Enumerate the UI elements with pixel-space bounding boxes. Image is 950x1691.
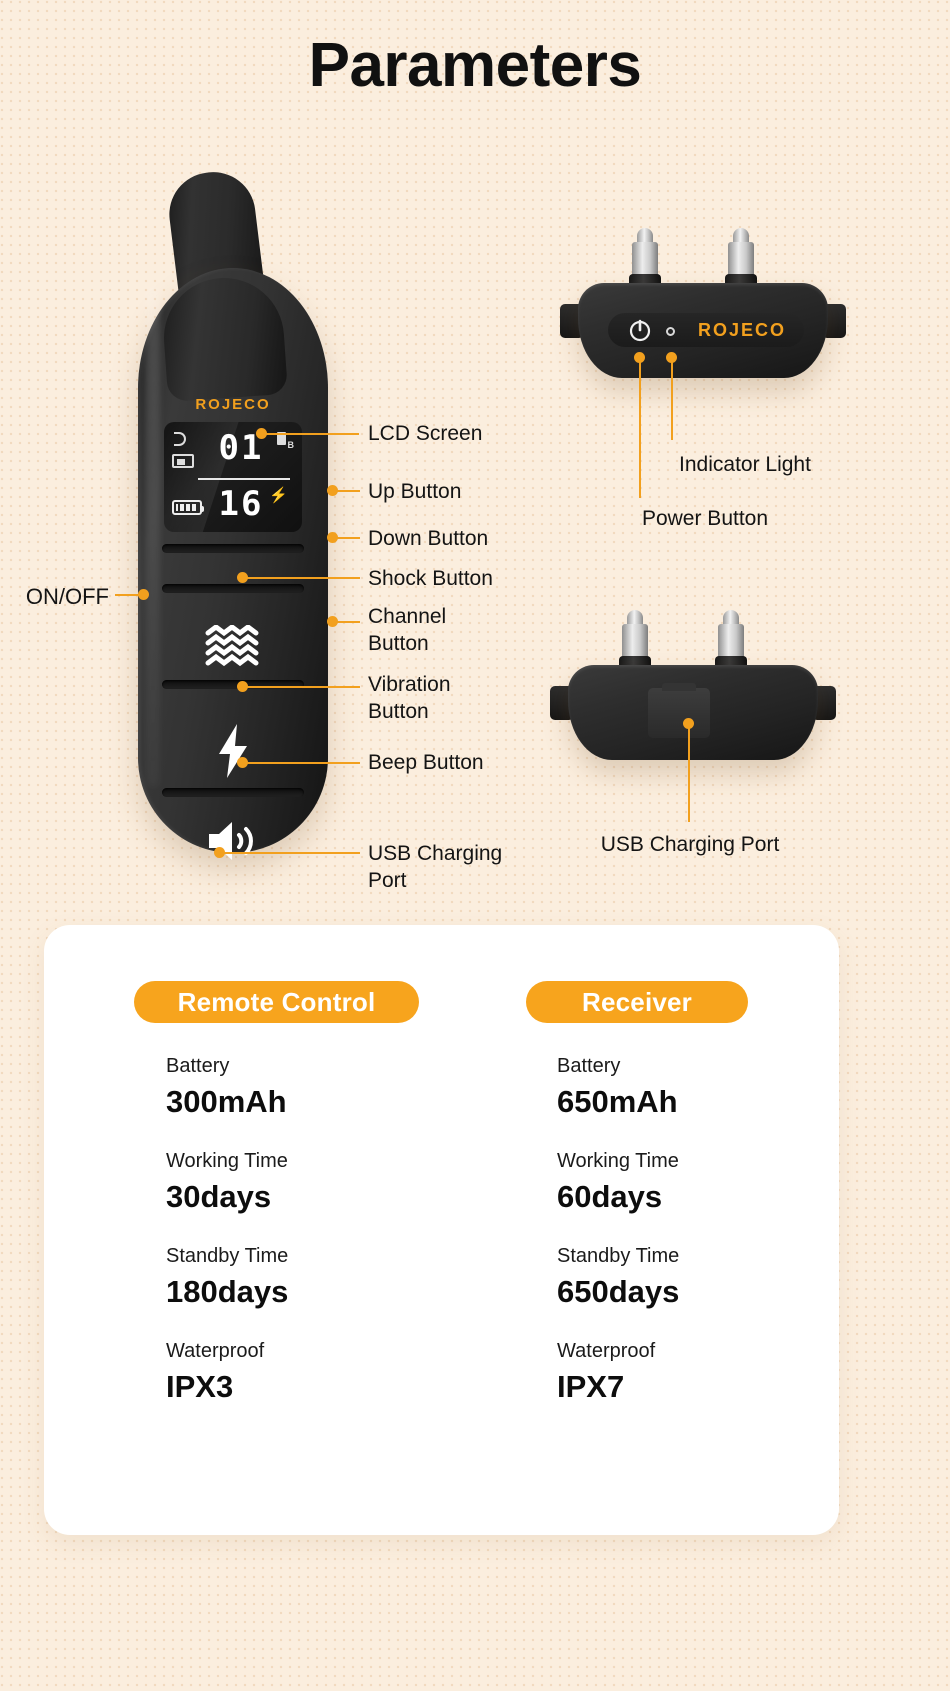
page-title: Parameters xyxy=(308,31,642,100)
callout-down-button-label: Down Button xyxy=(368,527,489,550)
up-button[interactable] xyxy=(162,544,304,553)
spec-value: 60days xyxy=(557,1179,663,1214)
callout-up-button-label: Up Button xyxy=(368,480,462,503)
spec-row: Battery 650mAh xyxy=(557,1055,887,1120)
callout-on-off-leader xyxy=(115,594,145,596)
remote-control-image: ROJECO B 01 16 ⚡ xyxy=(118,167,348,860)
usb-port-cover xyxy=(648,683,710,738)
callout-channel-dot xyxy=(327,616,338,627)
beep-button[interactable] xyxy=(160,798,306,884)
spec-label: Battery xyxy=(557,1055,621,1077)
spec-value: IPX7 xyxy=(557,1369,625,1404)
antenna-label: B xyxy=(287,440,295,450)
callout-power-leader xyxy=(639,358,641,498)
specs-card: Remote Control Receiver Battery 300mAh W… xyxy=(44,925,839,1535)
spec-row: Battery 300mAh xyxy=(166,1055,496,1120)
spec-value: 300mAh xyxy=(166,1084,287,1119)
callout-beep-leader xyxy=(243,762,360,764)
specs-column-remote: Battery 300mAh Working Time 30days Stand… xyxy=(166,1055,496,1435)
callout-remote-usb-leader xyxy=(220,852,360,854)
spec-value: 650days xyxy=(557,1274,680,1309)
down-button[interactable] xyxy=(162,584,304,593)
lcd-level-value: 16 xyxy=(218,484,264,524)
receiver-top-image: ROJECO xyxy=(548,228,858,378)
power-icon[interactable] xyxy=(628,318,652,342)
vibration-button[interactable] xyxy=(160,708,306,794)
spec-row: Waterproof IPX7 xyxy=(557,1340,887,1405)
lcd-screen: B 01 16 ⚡ xyxy=(164,422,302,532)
callout-vibration-dot xyxy=(237,681,248,692)
shock-button[interactable] xyxy=(160,604,306,690)
mode-icon xyxy=(172,454,194,468)
signal-icon xyxy=(174,432,186,446)
battery-icon xyxy=(172,500,204,515)
channel-button[interactable] xyxy=(162,680,304,689)
callout-on-off-dot xyxy=(138,589,149,600)
indicator-light-icon xyxy=(666,327,675,336)
spec-label: Standby Time xyxy=(166,1245,289,1267)
callout-recv-usb-leader xyxy=(688,724,690,822)
callout-down-dot xyxy=(327,532,338,543)
spec-row: Working Time 30days xyxy=(166,1150,496,1215)
badge-remote-control: Remote Control xyxy=(134,981,419,1023)
spec-label: Standby Time xyxy=(557,1245,680,1267)
antenna-icon xyxy=(277,432,286,445)
beep-slot xyxy=(162,788,304,797)
lightning-bolt-icon xyxy=(219,724,247,778)
callout-shock-leader xyxy=(243,577,360,579)
spec-row: Working Time 60days xyxy=(557,1150,887,1215)
callout-recv-usb-dot xyxy=(683,718,694,729)
callout-indicator-light-label: Indicator Light xyxy=(679,453,811,476)
callout-up-dot xyxy=(327,485,338,496)
spec-row: Waterproof IPX3 xyxy=(166,1340,496,1405)
spec-label: Waterproof xyxy=(166,1340,265,1362)
spec-label: Working Time xyxy=(557,1150,679,1172)
callout-remote-usb-dot xyxy=(214,847,225,858)
receiver-brand-label: ROJECO xyxy=(698,320,787,340)
badge-receiver-label: Receiver xyxy=(581,986,693,1017)
spec-value: IPX3 xyxy=(166,1369,234,1404)
badge-receiver: Receiver xyxy=(526,981,748,1023)
lcd-channel-value: 01 xyxy=(218,428,264,468)
bolt-icon: ⚡ xyxy=(269,487,288,504)
callout-shock-dot xyxy=(237,572,248,583)
spec-value: 30days xyxy=(166,1179,272,1214)
callout-beep-button-label: Beep Button xyxy=(368,751,484,774)
callout-indicator-leader xyxy=(671,358,673,440)
callout-vibration-leader xyxy=(243,686,360,688)
speaker-icon xyxy=(209,822,253,860)
callout-remote-usb-label: USB Charging Port xyxy=(368,842,503,892)
remote-brand-label: ROJECO xyxy=(195,396,271,413)
callout-down-leader xyxy=(334,537,360,539)
callout-on-off-label: ON/OFF xyxy=(25,584,109,609)
callout-channel-leader xyxy=(334,621,360,623)
callout-beep-dot xyxy=(237,757,248,768)
spec-value: 650mAh xyxy=(557,1084,678,1119)
callout-vibration-button-label: Vibration Button xyxy=(368,673,451,723)
shock-wave-icon xyxy=(205,625,259,667)
callout-power-button-label: Power Button xyxy=(641,507,769,530)
spec-value: 180days xyxy=(166,1274,289,1309)
badge-remote-control-label: Remote Control xyxy=(177,986,376,1017)
spec-label: Battery xyxy=(166,1055,230,1077)
callout-shock-button-label: Shock Button xyxy=(368,567,493,590)
callout-up-leader xyxy=(334,490,360,492)
spec-row: Standby Time 650days xyxy=(557,1245,887,1310)
spec-label: Working Time xyxy=(166,1150,288,1172)
callout-power-dot xyxy=(634,352,645,363)
callout-lcd-screen-label: LCD Screen xyxy=(368,422,483,445)
spec-label: Waterproof xyxy=(557,1340,656,1362)
spec-row: Standby Time 180days xyxy=(166,1245,496,1310)
callout-indicator-dot xyxy=(666,352,677,363)
specs-column-receiver: Battery 650mAh Working Time 60days Stand… xyxy=(557,1055,887,1435)
receiver-bottom-image xyxy=(538,610,848,770)
callout-receiver-usb-label: USB Charging Port xyxy=(600,833,780,856)
callout-channel-button-label: Channel Button xyxy=(368,605,447,655)
remote-highlight xyxy=(146,288,160,788)
callout-lcd-leader xyxy=(261,433,359,435)
lcd-divider xyxy=(198,478,290,480)
